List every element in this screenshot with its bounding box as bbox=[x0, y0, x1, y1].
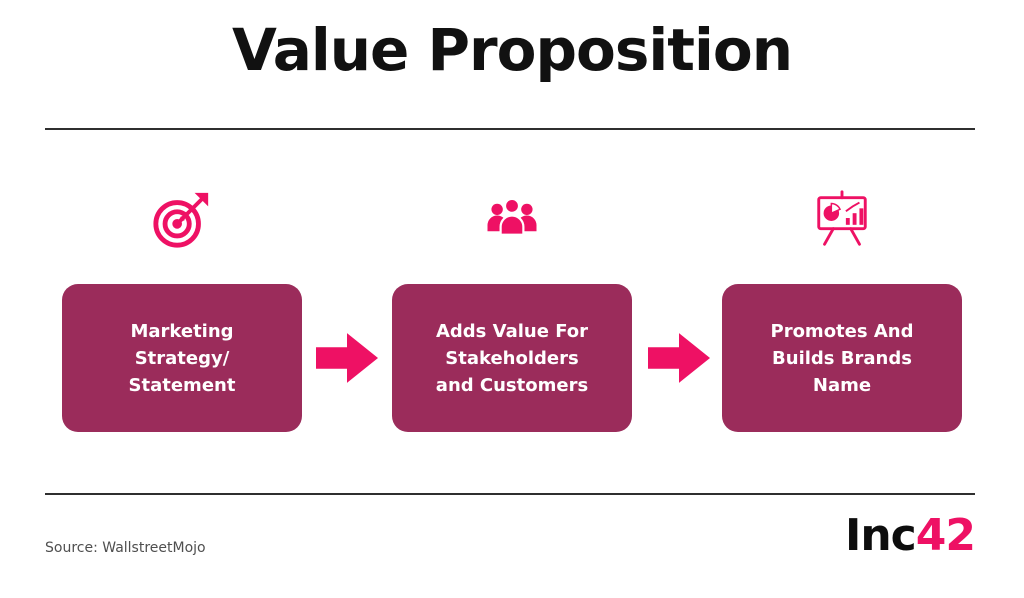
step-box-marketing-strategy: Marketing Strategy/ Statement bbox=[62, 284, 302, 432]
source-attribution: Source: WallstreetMojo bbox=[45, 540, 206, 556]
right-arrow-icon bbox=[316, 333, 378, 383]
presentation-chart-icon bbox=[722, 184, 962, 254]
logo-text-inc: Inc bbox=[844, 510, 917, 561]
step-label: Adds Value For Stakeholders and Customer… bbox=[435, 320, 589, 396]
target-icon bbox=[62, 184, 302, 254]
step-label: Promotes And Builds Brands Name bbox=[770, 320, 914, 396]
divider-top bbox=[45, 128, 975, 130]
divider-bottom bbox=[45, 493, 975, 495]
step-box-promotes-brand: Promotes And Builds Brands Name bbox=[722, 284, 962, 432]
page-title: Value Proposition bbox=[231, 16, 793, 84]
inc42-logo: Inc42 bbox=[845, 514, 976, 558]
right-arrow-icon bbox=[648, 333, 710, 383]
step-label: Marketing Strategy/ Statement bbox=[128, 320, 236, 396]
step-box-adds-value: Adds Value For Stakeholders and Customer… bbox=[392, 284, 632, 432]
logo-text-42: 42 bbox=[915, 510, 976, 561]
people-group-icon bbox=[392, 184, 632, 254]
